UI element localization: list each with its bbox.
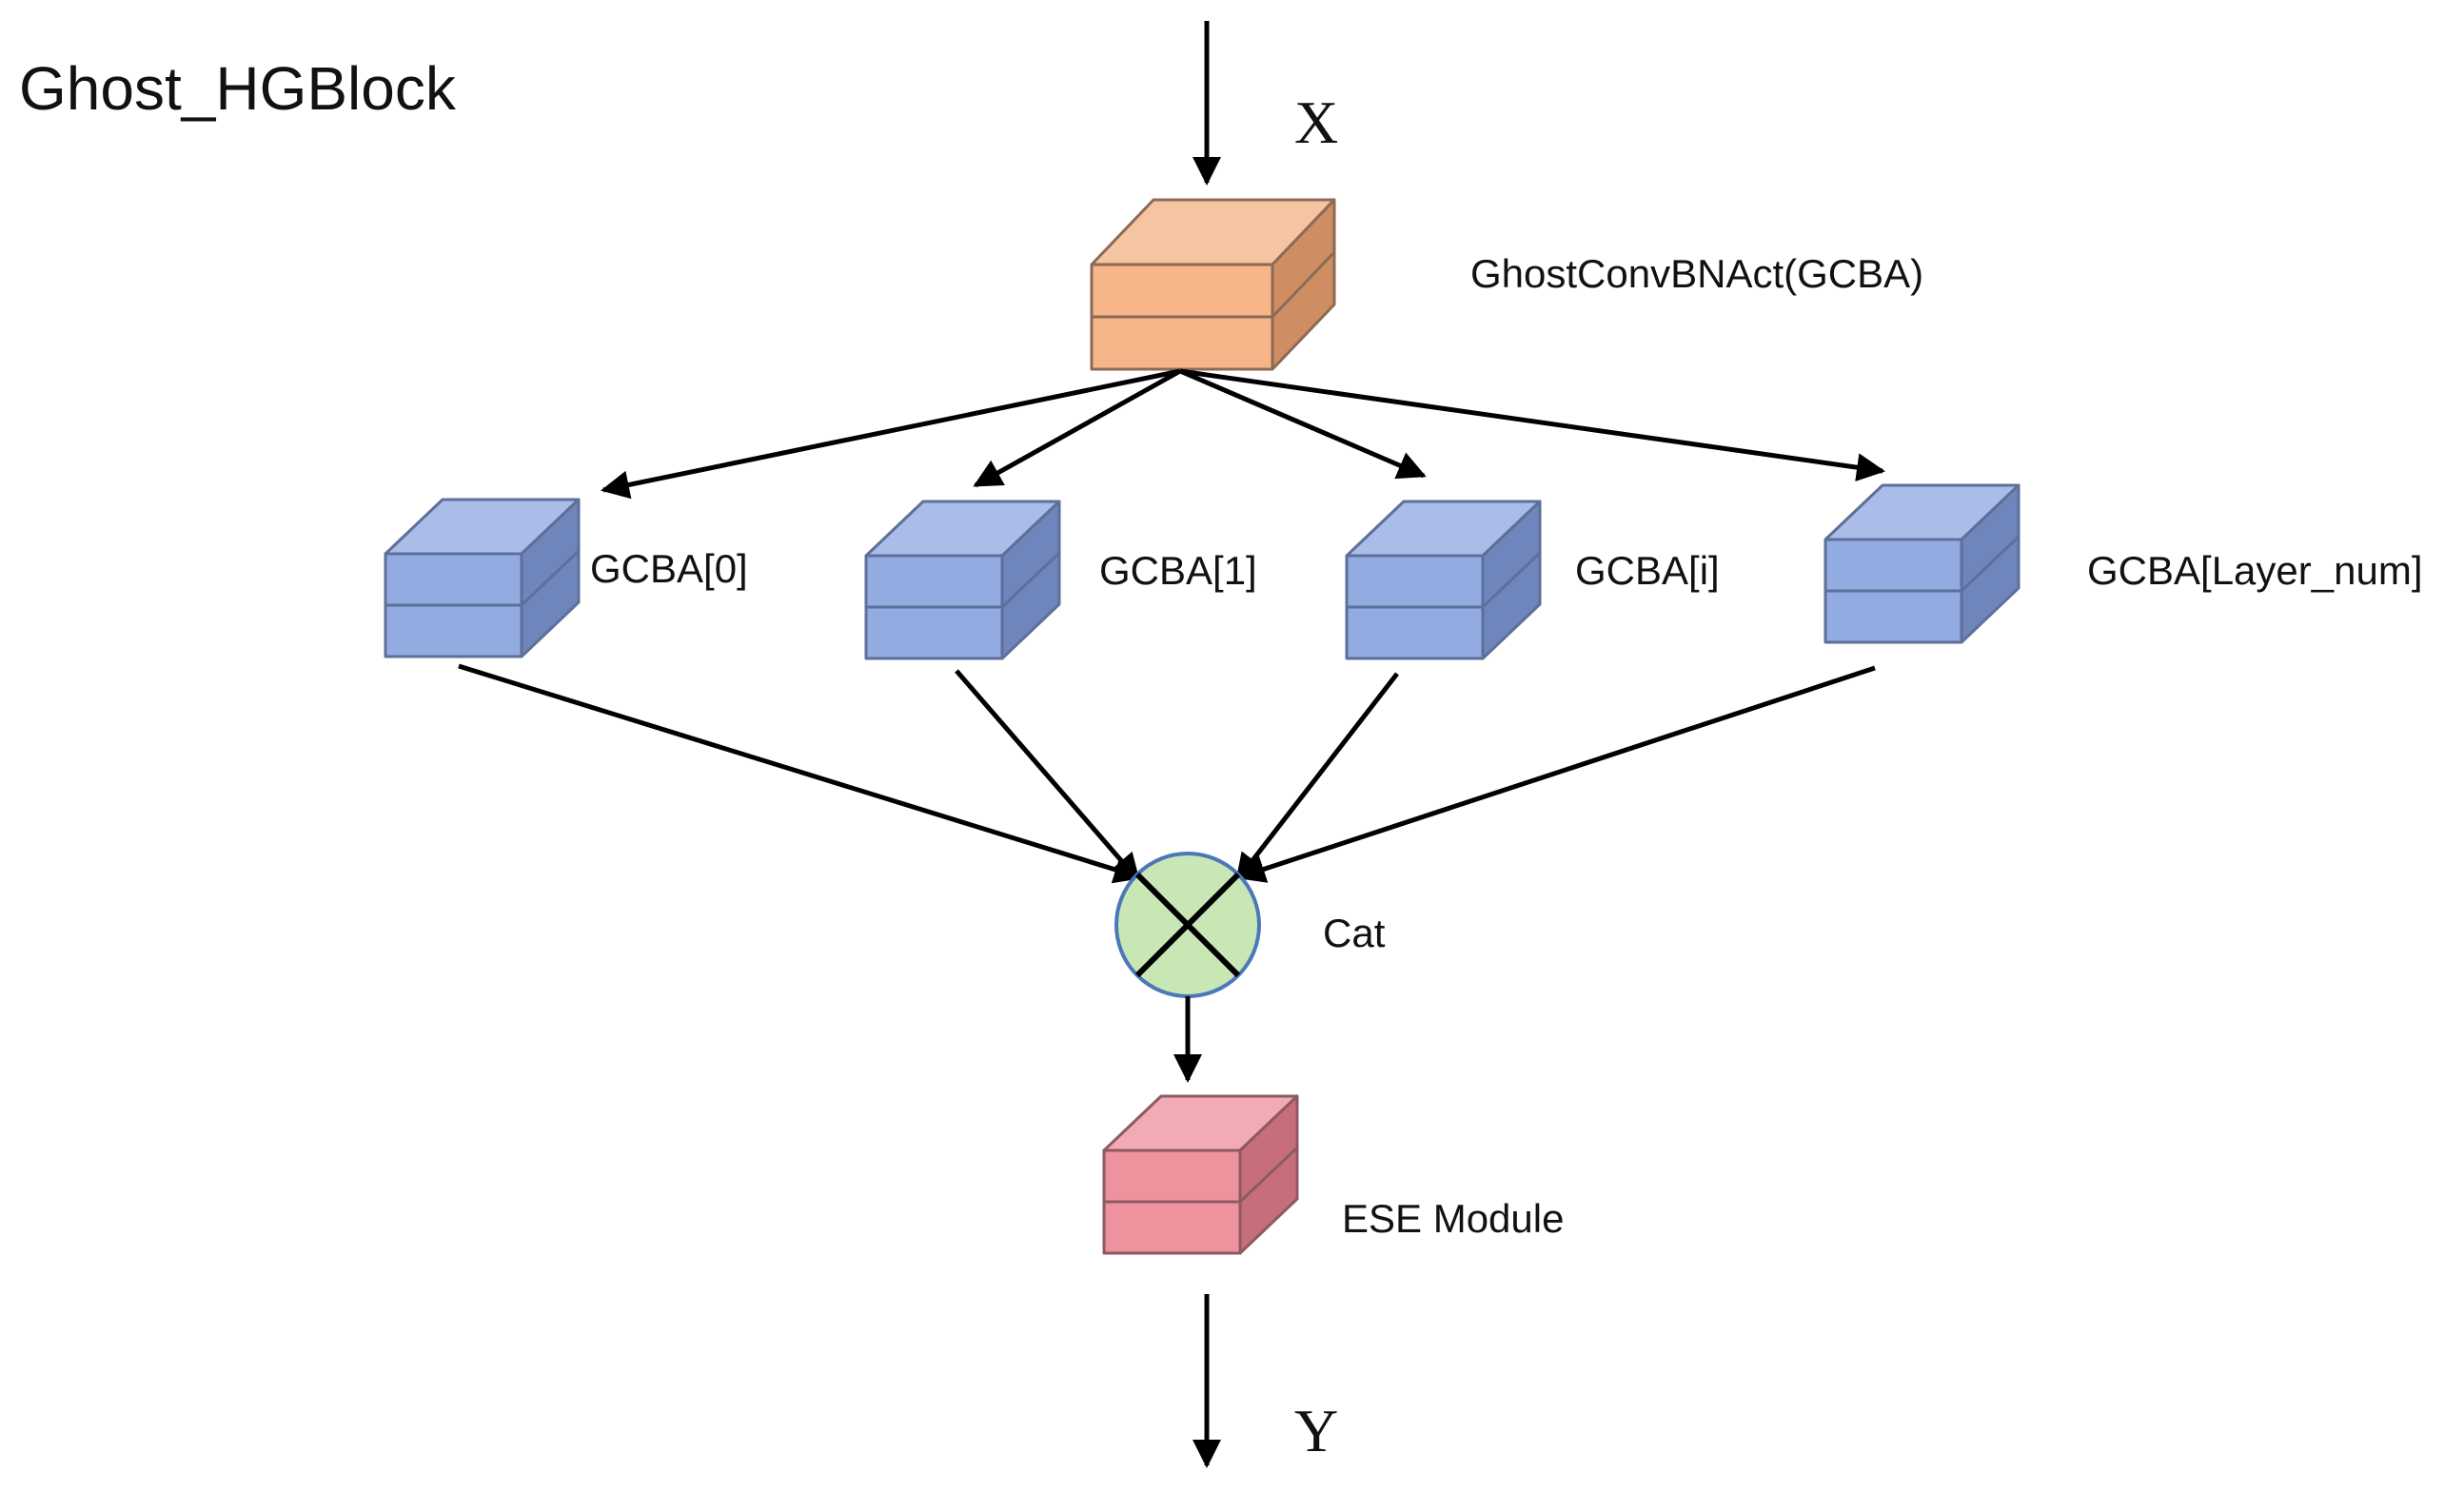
arrow-branch-3-to-cat: [1236, 665, 1876, 883]
cube-layer-divider-side: [1481, 551, 1542, 609]
cat-cross-line-2: [1134, 872, 1241, 978]
arrow-main-to-branch-2: [1179, 368, 1427, 480]
cube-layer-divider-side: [520, 549, 581, 607]
ese-module-cube: [1102, 1094, 1299, 1255]
arrow-main-to-branch-3: [1179, 368, 1885, 482]
gcba-branch-1-label: GCBA[1]: [1099, 548, 1257, 593]
gcba-main-label: GhostConvBNAct(GCBA): [1470, 251, 1923, 296]
cube-layer-divider-side: [1000, 551, 1061, 609]
ese-label: ESE Module: [1342, 1196, 1564, 1241]
cube-layer-divider-side: [1238, 1146, 1299, 1204]
diagram-title: Ghost_HGBlock: [19, 54, 457, 123]
gcba-branch-2-label: GCBA[i]: [1575, 548, 1720, 593]
arrow-branch-1-to-cat: [955, 669, 1140, 883]
arrow-main-to-branch-1: [973, 368, 1182, 488]
gcba-branch-0-label: GCBA[0]: [590, 546, 748, 591]
gcba-branch-2-cube: [1345, 500, 1542, 660]
output-label: Y: [1294, 1397, 1338, 1464]
gcba-branch-3-label: GCBA[Layer_num]: [2087, 548, 2423, 593]
input-label: X: [1294, 88, 1338, 156]
cube-layer-divider-side: [1271, 250, 1336, 319]
gcba-branch-3-cube: [1823, 483, 2020, 644]
cat-node: [1114, 852, 1261, 998]
gcba-branch-0-cube: [384, 498, 581, 658]
arrow-main-to-branch-0: [601, 368, 1181, 500]
gcba-main-cube: [1090, 198, 1336, 371]
arrow-branch-0-to-cat: [458, 663, 1143, 884]
cat-label: Cat: [1323, 911, 1386, 955]
cube-layer-divider-side: [1960, 535, 2020, 593]
arrow-branch-2-to-cat: [1235, 672, 1399, 883]
gcba-branch-1-cube: [864, 500, 1061, 660]
